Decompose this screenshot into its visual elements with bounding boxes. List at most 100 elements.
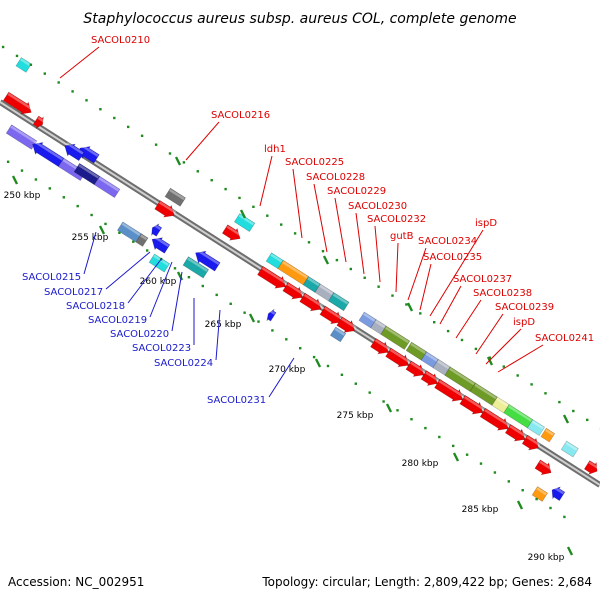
gene-callouts: SACOL0210SACOL0216ldh1SACOL0225SACOL0228… (22, 35, 594, 406)
minor-tick (285, 338, 288, 341)
minor-tick (215, 293, 218, 297)
gene-label-reverse: SACOL0224 (154, 358, 213, 369)
minor-tick (187, 276, 191, 279)
minor-tick (299, 347, 302, 350)
accession-text: Accession: NC_002951 (8, 575, 144, 589)
minor-tick (460, 338, 464, 342)
gene-label-forward: gutB (390, 231, 414, 242)
minor-tick (488, 356, 491, 359)
minor-tick (516, 374, 519, 377)
callout-line (419, 263, 432, 311)
gene-label-forward: ispD (475, 218, 497, 229)
minor-tick (438, 435, 441, 439)
gene-feature (32, 115, 45, 129)
minor-tick (229, 302, 232, 305)
gene-label-forward: SACOL0225 (285, 157, 344, 168)
gene-feature (444, 366, 476, 392)
gene-feature (336, 316, 357, 333)
minor-tick (90, 213, 93, 217)
gene-feature (380, 325, 411, 350)
minor-tick (549, 506, 552, 510)
gene-feature (148, 253, 171, 273)
gene-feature (116, 221, 142, 243)
minor-tick (535, 497, 538, 501)
minor-tick (354, 382, 357, 385)
gene-label-forward: SACOL0234 (418, 236, 477, 247)
minor-tick (479, 462, 483, 465)
minor-tick (340, 373, 344, 376)
gene-feature (420, 351, 439, 369)
minor-tick (335, 258, 339, 262)
minor-tick (99, 108, 102, 111)
gene-feature (319, 305, 344, 325)
major-tick (314, 358, 322, 368)
callout-line (313, 183, 328, 253)
minor-tick (474, 347, 478, 351)
gene-label-reverse: SACOL0218 (66, 301, 125, 312)
minor-tick (419, 312, 422, 315)
gene-feature (521, 434, 541, 451)
callout-line (407, 247, 427, 301)
callout-line (374, 225, 381, 283)
gene-feature (329, 326, 347, 343)
major-tick (385, 403, 393, 413)
minor-tick (71, 90, 74, 93)
tick-label: 290 kbp (528, 553, 565, 563)
gene-feature (15, 57, 32, 73)
minor-tick (266, 214, 269, 217)
minor-tick (85, 99, 88, 102)
gene-label-forward: SACOL0238 (473, 288, 532, 299)
minor-tick (6, 160, 10, 163)
gene-label-forward: SACOL0239 (495, 302, 554, 313)
minor-tick (182, 161, 186, 164)
callout-line (259, 155, 273, 207)
major-tick (174, 156, 182, 166)
gene-feature (504, 424, 527, 442)
gene-label-forward: SACOL0228 (306, 172, 365, 183)
major-tick (516, 500, 524, 510)
gene-feature (164, 187, 186, 207)
gene-label-forward: SACOL0210 (91, 35, 150, 46)
minor-tick (363, 276, 366, 279)
major-tick (406, 302, 414, 312)
gene-label-forward: SACOL0230 (348, 201, 407, 212)
tick-label: 270 kbp (269, 365, 306, 375)
callout-line (292, 168, 303, 239)
minor-tick (349, 267, 352, 271)
minor-tick (521, 489, 524, 492)
callout-line (429, 229, 484, 317)
gene-label-forward: SACOL0235 (423, 252, 482, 263)
gene-feature (370, 319, 387, 335)
gene-feature (2, 91, 34, 115)
gene-feature (405, 360, 426, 377)
minor-tick (62, 196, 65, 199)
tick-label: 275 kbp (337, 411, 374, 421)
callout-line (171, 271, 183, 332)
gene-feature (302, 276, 321, 293)
minor-tick (368, 391, 371, 394)
minor-tick (465, 453, 469, 456)
callout-line (439, 285, 462, 325)
minor-tick (321, 250, 325, 253)
minor-tick (382, 400, 385, 403)
major-tick (239, 209, 247, 219)
minor-tick (196, 170, 199, 173)
gene-feature (432, 358, 451, 376)
gene-feature (551, 486, 566, 501)
minor-tick (396, 409, 399, 412)
minor-tick (424, 426, 427, 430)
callout-line (475, 313, 504, 355)
gene-feature (151, 235, 171, 254)
minor-tick (377, 285, 380, 288)
gene-feature (195, 249, 221, 272)
gene-feature (328, 292, 350, 312)
callout-line (185, 121, 220, 161)
callout-line (455, 299, 482, 339)
tick-label: 280 kbp (402, 459, 439, 469)
minor-tick (502, 365, 505, 368)
minor-tick (452, 444, 455, 448)
minor-tick (140, 134, 144, 137)
gene-label-forward: SACOL0237 (453, 274, 512, 285)
map-title: Staphylococcus aureus subsp. aureus COL,… (83, 11, 516, 27)
